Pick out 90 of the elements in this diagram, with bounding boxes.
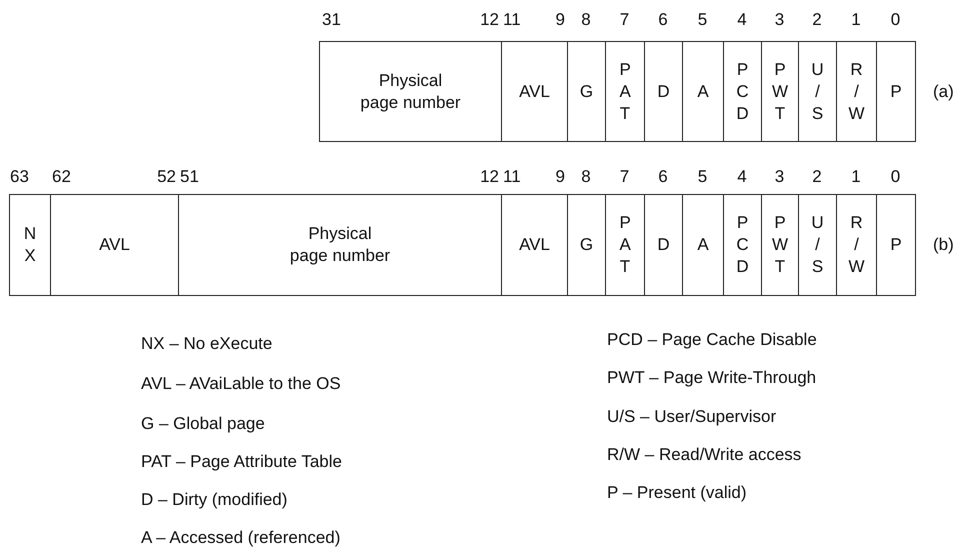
field-label: R / W — [848, 212, 865, 278]
row-tag: (b) — [933, 235, 954, 255]
bit-number: 11 — [503, 10, 521, 30]
abbreviation-note: PAT – Page Attribute Table — [141, 452, 342, 472]
bit-field — [605, 194, 645, 296]
bit-field — [605, 41, 645, 142]
bit-number: 9 — [556, 10, 565, 30]
bit-number: 4 — [737, 167, 747, 187]
bit-field — [798, 194, 837, 296]
bit-number: 6 — [658, 167, 668, 187]
abbreviation-note: PCD – Page Cache Disable — [607, 330, 817, 350]
bit-number: 8 — [581, 10, 591, 30]
field-label: R / W — [848, 58, 865, 124]
bit-field — [761, 41, 799, 142]
abbreviation-note: PWT – Page Write-Through — [607, 368, 816, 388]
bit-field — [798, 41, 837, 142]
abbreviation-note: P – Present (valid) — [607, 483, 747, 503]
bit-number: 5 — [698, 10, 708, 30]
bit-number: 0 — [890, 167, 900, 187]
field-label: P — [890, 234, 902, 256]
bit-field — [9, 194, 51, 296]
field-label: U / S — [811, 58, 824, 124]
bit-number: 5 — [698, 167, 708, 187]
bit-field — [567, 194, 606, 296]
bit-number: 12 — [480, 167, 499, 187]
field-label: D — [657, 80, 670, 102]
bit-number: 11 — [503, 167, 521, 187]
bit-field — [178, 194, 502, 296]
field-label: AVL — [519, 234, 550, 256]
field-label: A — [697, 234, 709, 256]
bit-field — [644, 41, 683, 142]
abbreviation-note: R/W – Read/Write access — [607, 445, 802, 465]
field-label: P C D — [736, 212, 749, 278]
bit-number: 0 — [890, 10, 900, 30]
field-label: P C D — [736, 58, 749, 124]
bit-field — [50, 194, 179, 296]
field-label: D — [657, 234, 670, 256]
abbreviation-note: A – Accessed (referenced) — [141, 528, 340, 548]
field-label: N X — [24, 223, 36, 267]
abbreviation-note: AVL – AVaiLable to the OS — [141, 374, 341, 394]
bit-number: 2 — [812, 167, 822, 187]
bit-field — [723, 194, 762, 296]
field-label: Physical page number — [288, 223, 392, 267]
bit-number: 31 — [322, 10, 341, 30]
bit-number: 6 — [658, 10, 668, 30]
abbreviation-note: G – Global page — [141, 414, 265, 434]
field-label: P W T — [772, 212, 788, 278]
bit-field — [836, 41, 877, 142]
bit-field — [682, 194, 724, 296]
bit-field — [567, 41, 606, 142]
abbreviation-note: D – Dirty (modified) — [141, 490, 288, 510]
bit-number: 12 — [480, 10, 499, 30]
field-label: AVL — [519, 80, 550, 102]
field-label: P — [890, 80, 902, 102]
bit-field — [723, 41, 762, 142]
bit-number: 7 — [620, 10, 630, 30]
bit-field — [644, 194, 683, 296]
abbreviation-note: U/S – User/Supervisor — [607, 407, 776, 427]
bit-number: 63 — [10, 167, 29, 187]
field-label: G — [580, 234, 594, 256]
field-label: P A T — [619, 58, 631, 124]
field-label: U / S — [811, 212, 824, 278]
bit-number: 1 — [851, 167, 861, 187]
field-label: AVL — [99, 234, 130, 256]
bit-field — [501, 41, 568, 142]
bit-number: 7 — [620, 167, 630, 187]
bit-field — [682, 41, 724, 142]
bit-number: 4 — [737, 10, 747, 30]
bit-number: 9 — [556, 167, 565, 187]
bit-number: 3 — [774, 10, 784, 30]
bit-number: 1 — [851, 10, 861, 30]
field-label: A — [697, 80, 709, 102]
field-label: P A T — [619, 212, 631, 278]
bit-number: 52 — [157, 167, 176, 187]
bit-number: 3 — [774, 167, 784, 187]
bit-field — [876, 41, 916, 142]
bit-field — [501, 194, 568, 296]
field-label: P W T — [772, 58, 788, 124]
bit-number: 62 — [52, 167, 71, 187]
row-tag: (a) — [933, 82, 954, 102]
bit-number: 51 — [180, 167, 199, 187]
bit-number: 8 — [581, 167, 591, 187]
bit-field — [876, 194, 916, 296]
field-label: Physical page number — [359, 70, 462, 114]
bit-field — [836, 194, 877, 296]
field-label: G — [580, 80, 594, 102]
bit-number: 2 — [812, 10, 822, 30]
bit-field — [319, 41, 502, 142]
abbreviation-note: NX – No eXecute — [141, 334, 272, 354]
bit-field — [761, 194, 799, 296]
